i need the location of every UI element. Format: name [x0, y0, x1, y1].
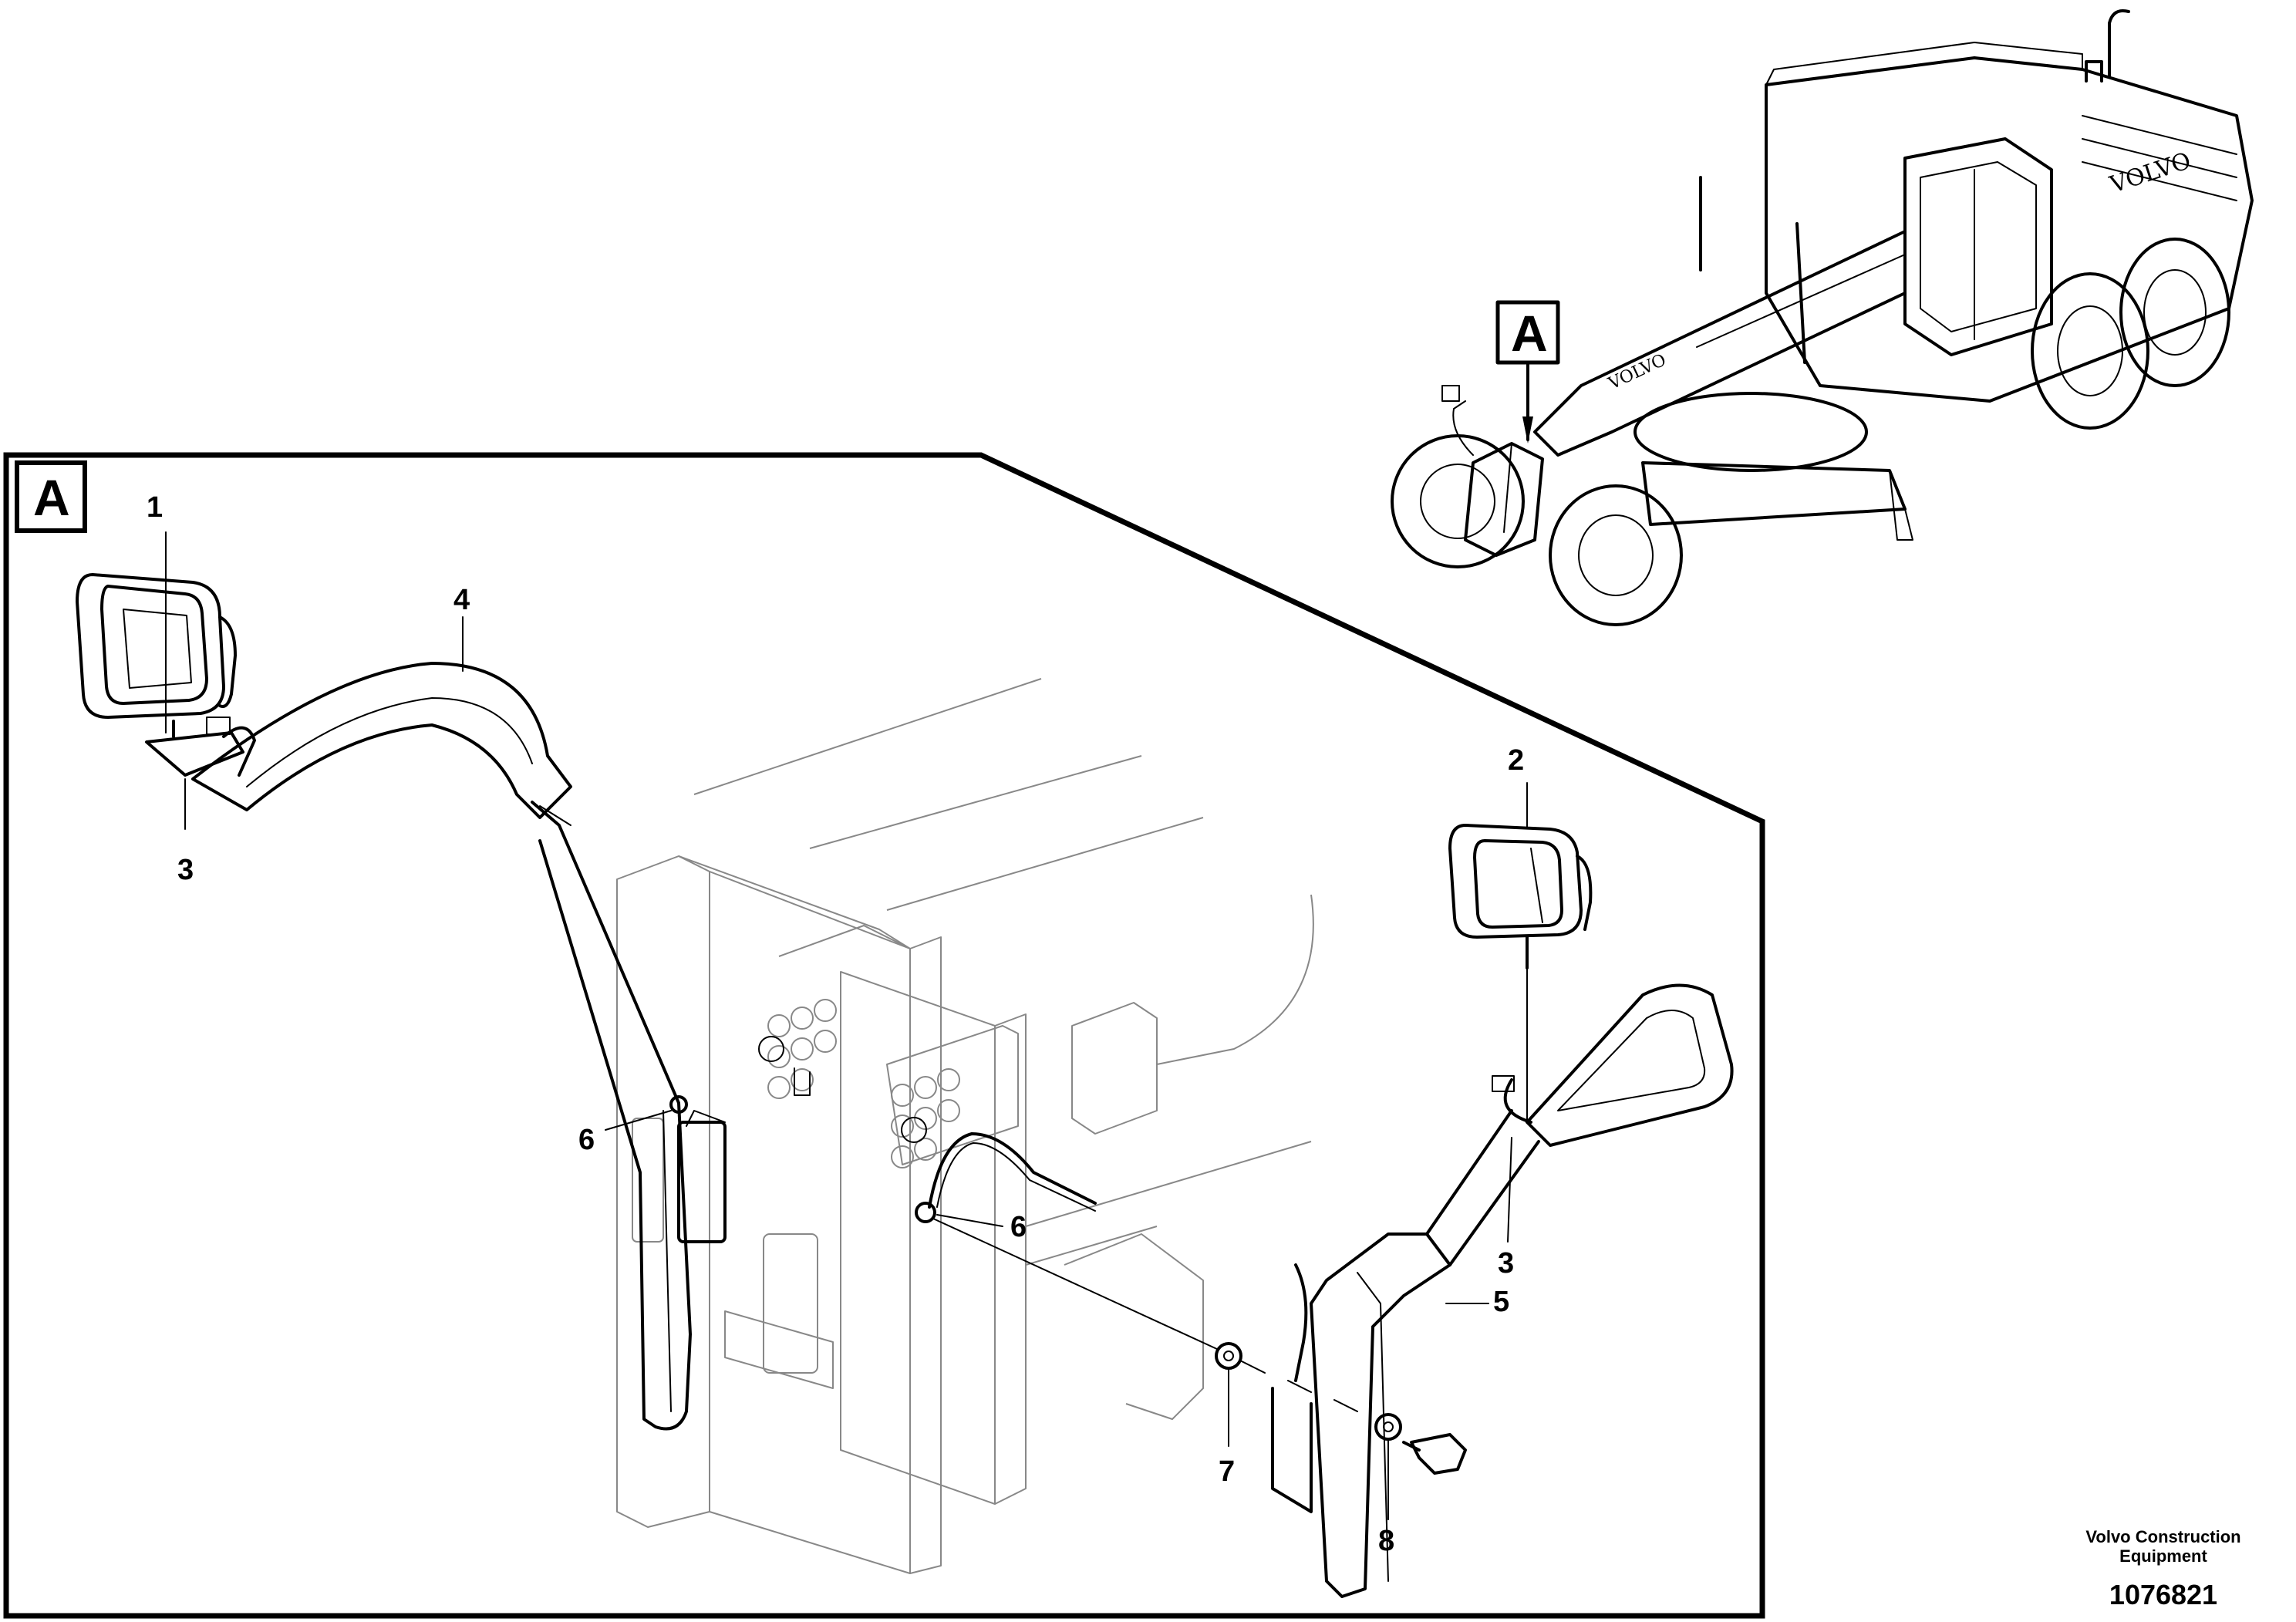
- wire-harness: [915, 1132, 1097, 1223]
- ballast-frame-ghost: [616, 678, 1314, 1574]
- motor-grader-overview: VOLVO VOLVO A: [1391, 9, 2254, 626]
- callout-3-left: 3: [177, 854, 194, 886]
- callout-2: 2: [1508, 744, 1524, 777]
- company-name-line1: Volvo Construction: [2085, 1527, 2240, 1546]
- fasteners: [932, 1218, 1467, 1475]
- callout-6-left: 6: [578, 1124, 595, 1156]
- detail-frame: A: [3, 452, 1765, 1619]
- callout-8: 8: [1378, 1525, 1394, 1557]
- detail-letter: A: [33, 469, 70, 526]
- work-light-right: [1448, 824, 1593, 1123]
- company-name-line2: Equipment: [2119, 1546, 2207, 1566]
- frame-brand-label: VOLVO: [1605, 350, 1669, 394]
- callout-numbers: 1 2 3 3 4 5 6 6 7 8: [147, 491, 1524, 1557]
- callout-5: 5: [1493, 1286, 1509, 1318]
- light-arm-left: [191, 662, 727, 1431]
- callout-1: 1: [147, 491, 163, 524]
- light-arm-right: [1271, 983, 1734, 1598]
- callout-4: 4: [453, 584, 470, 616]
- callout-leaders: [165, 531, 1528, 1520]
- callout-6-center: 6: [1010, 1211, 1027, 1243]
- callout-3-right: 3: [1498, 1247, 1514, 1280]
- callout-7: 7: [1219, 1455, 1235, 1488]
- overview-detail-letter: A: [1511, 305, 1548, 362]
- drawing-number: 1076821: [2109, 1579, 2217, 1610]
- bulkhead-fittings: [767, 999, 960, 1168]
- rear-wheels: [2031, 238, 2230, 430]
- drawing-footer: Volvo Construction Equipment 1076821: [2085, 1527, 2240, 1610]
- work-light-left: [76, 573, 244, 777]
